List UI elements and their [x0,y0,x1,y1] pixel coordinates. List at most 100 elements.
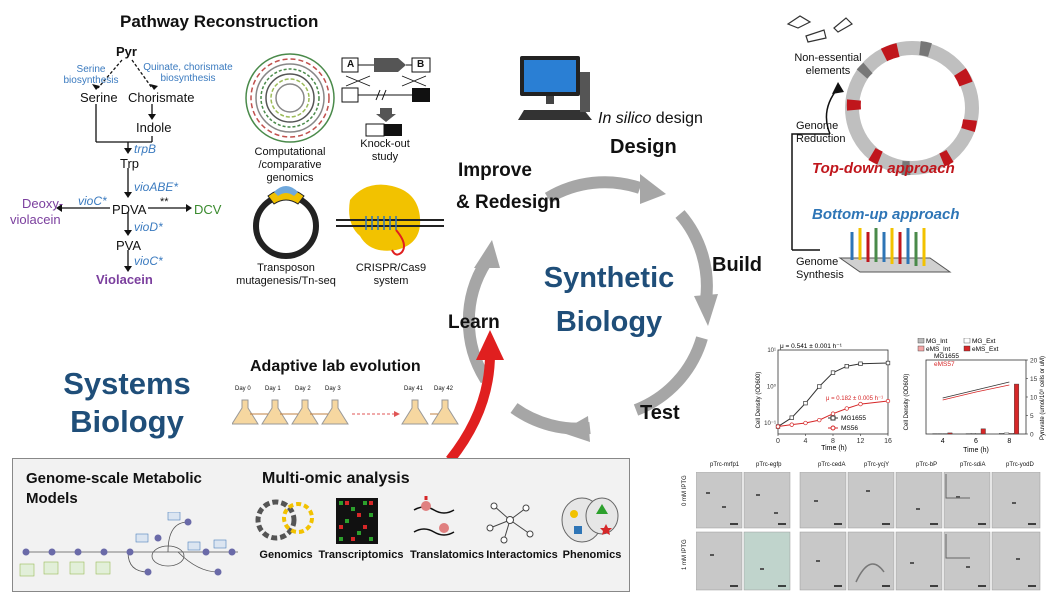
legend-mg-ext: MG_Ext [972,338,996,345]
fragment-3 [833,17,853,33]
growth-mg1655-mu: μ = 0.541 ± 0.001 h⁻¹ [780,343,843,350]
chorismate-node: Chorismate [128,90,195,105]
metabolic-network-diagram [19,512,238,577]
flask-icon-1 [261,399,289,425]
micro-label-bp: pTrc-bP [916,462,938,468]
ale-day-1: Day 1 [265,386,281,392]
growth-ylabel: Cell Density (OD600) [756,372,762,429]
growth-ytick: 10⁰ [767,384,777,391]
growth-point-mg1655 [858,361,863,366]
red-feedback-arrow [446,330,504,464]
growth-xtick: 12 [857,438,865,445]
serine-biosynthesis-label: Serine biosynthesis [63,64,119,86]
cycle-arrowhead-4 [474,240,500,268]
fragment-1 [786,15,812,29]
pyruvate-bar-eMS_Int [1009,433,1015,435]
growth-point-ms56 [844,406,849,411]
growth-point-mg1655 [830,370,836,375]
quinate-biosynthesis-label: Quinate, chorismate biosynthesis [143,62,233,84]
transposon-tool-label: Transposon mutagenesis/Tn-seq [236,262,336,287]
flask-icon-4 [401,399,429,425]
omics-interactomics: Interactomics [486,549,558,561]
genome-approach-diagram [786,15,979,273]
ale-day-0: Day 0 [235,386,251,392]
cycle-arrowhead-1 [640,174,666,204]
translatomics-icon [413,496,455,536]
trp-node: Trp [120,156,140,171]
growth-plot-frame [777,349,889,435]
nonessential-label: Non-essential elements [794,52,862,77]
growth-point-mg1655 [844,364,849,369]
cycle-arc-design [544,176,642,204]
pyruvate-ytick: 20 [1030,358,1038,365]
topdown-label: Top-down approach [812,160,955,177]
improve-stage: Improve [458,160,532,181]
micro-row-0mm: 0 mM IPTG [682,475,688,506]
reduced-genome-ring [845,41,979,175]
growth-ms56-mu: μ = 0.182 ± 0.005 h⁻¹ [826,396,883,402]
violacein-node: Violacein [96,272,153,287]
pva-node: PVA [116,238,142,253]
dcv-node: DCV [194,202,222,217]
ko-label-a: A [347,59,355,70]
genomics-icon [255,499,314,541]
growth-point-ms56 [775,424,781,429]
multiomic-title: Multi-omic analysis [262,470,410,487]
serine-node: Serine [80,90,118,105]
transcriptomics-icon [336,498,378,544]
trpb-gene: trpB [134,142,157,156]
flask-icon-3 [321,399,349,425]
growth-series-line-1 [777,400,889,428]
knockout-diagram-icon [341,57,431,137]
biology-title: Biology [555,306,663,338]
pyruvate-xlabel: Time (h) [963,447,989,454]
cycle-arc-build [675,210,713,301]
growth-ytick: 10¹ [767,348,776,354]
growth-legend-ms56: MS56 [841,425,858,432]
knockout-tool-label: Knock-out study [360,138,410,163]
pyr-chorismate-arrow [131,59,153,89]
dcv-stars: ** [160,196,169,208]
ale-title: Adaptive lab evolution [250,358,421,375]
bottomup-label: Bottom-up approach [812,206,960,223]
flask-icon-5 [431,399,459,425]
crispr-cas9-icon [336,184,444,256]
insilico-design-label: In silico design [598,110,703,127]
growth-point-mg1655 [885,360,891,366]
growth-xlabel: Time (h) [821,445,847,452]
deoxyviolacein-label: violacein [10,212,61,227]
redesign-stage: & Redesign [456,192,561,213]
pyruvate-xtick: 6 [974,438,978,445]
pyruvate-xtick: 8 [1007,438,1011,445]
growth-point-mg1655 [803,400,808,406]
synthetic-title: Synthetic [543,262,675,294]
deoxy-label: Deoxy- [22,196,64,211]
pyruvate-line-ems57 [942,384,1010,401]
omics-transcriptomics: Transcriptomics [318,549,404,561]
legend-ems-ext: eMS_Ext [972,346,999,353]
micro-label-egfp: pTrc-egfp [756,462,782,468]
pyruvate-ylabel2: Pyruvate (umol/10⁹ cells or uM) [1039,356,1046,440]
omics-phenomics: Phenomics [562,549,622,561]
pyruvate-line-mg1655 [942,381,1010,399]
omics-icons [255,496,619,544]
legend-mg-int: MG_Int [926,338,948,345]
ale-day-3: Day 3 [325,386,341,392]
gsmm-title-1: Genome-scale Metabolic [26,470,202,487]
micro-label-ycjy: pTrc-ycjY [864,462,890,468]
biology-title-2: Biology [70,404,184,439]
genomics-tool-label: Computational /comparative genomics [254,146,326,184]
micro-label-sdia: pTrc-sdiA [960,462,986,468]
omics-genomics: Genomics [259,549,313,561]
growth-point-ms56 [789,422,794,427]
legend-ems-int: eMS_Int [926,346,950,353]
flask-icon-0 [232,399,259,425]
transposon-icon [253,186,319,259]
flask-icon-2 [291,399,319,425]
micro-label-yodd: pTrc-yodD [1006,462,1034,468]
legend-mg1655: MG1655 [934,353,959,360]
fragment-2 [805,29,827,43]
pyruvate-bar-MG_Ext [1004,432,1010,435]
pyruvate-ytick: 5 [1030,413,1034,420]
